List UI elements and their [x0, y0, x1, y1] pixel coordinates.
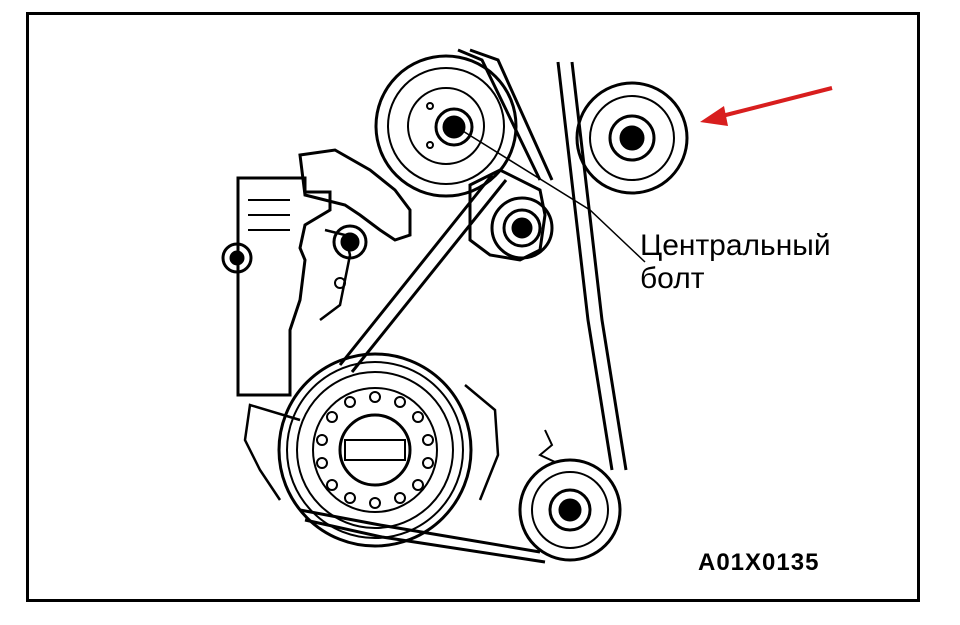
callout-label-line2: болт [640, 262, 705, 295]
bracket-bolt-right [332, 224, 368, 260]
figure-code: A01X0135 [698, 549, 820, 576]
lower-idler-pulley [518, 429, 622, 562]
drive-belt [299, 48, 628, 564]
callout-leader [457, 127, 646, 263]
red-arrow [700, 86, 833, 126]
callout-label-line1: Центральный [640, 229, 831, 262]
bracket-bolt-left [221, 242, 253, 274]
bracket-hole [334, 277, 346, 289]
tensioner-pulley [374, 54, 518, 198]
crankshaft-pulley [243, 352, 500, 548]
small-idler-pulley [490, 196, 554, 260]
idler-pulley-indicated [575, 81, 689, 195]
figure-frame [26, 12, 920, 602]
